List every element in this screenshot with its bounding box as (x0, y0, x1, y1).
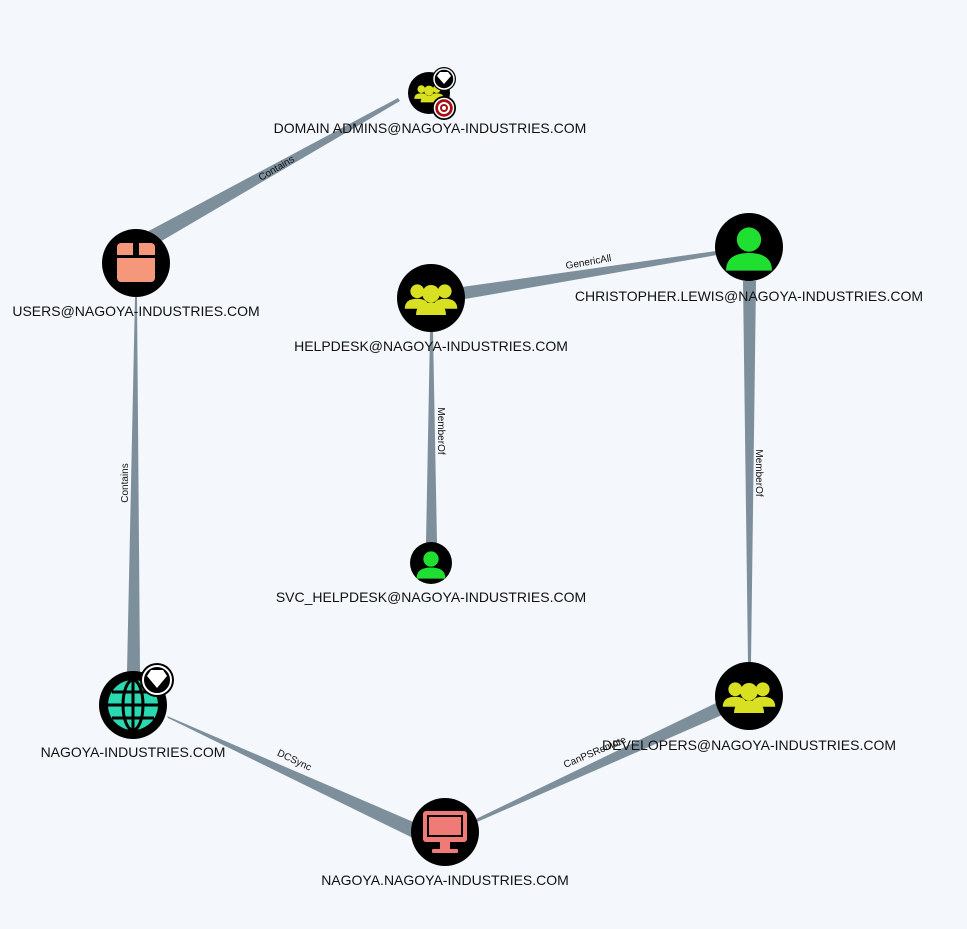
edge-dcsync[interactable]: DCSync (167, 716, 418, 838)
highvalue-diamond-icon (140, 663, 174, 697)
target-icon (432, 96, 456, 120)
node-helpdesk[interactable]: HELPDESK@NAGOYA-INDUSTRIES.COM (294, 264, 568, 354)
edge-label: MemberOf (753, 449, 764, 496)
edge-memberof-svc[interactable]: MemberOf (426, 332, 446, 543)
node-label: DEVELOPERS@NAGOYA-INDUSTRIES.COM (602, 737, 896, 753)
edge-memberof-dev[interactable]: MemberOf (743, 281, 764, 663)
node-svc-helpdesk[interactable]: SVC_HELPDESK@NAGOYA-INDUSTRIES.COM (276, 542, 586, 605)
node-domain[interactable]: NAGOYA-INDUSTRIES.COM (41, 663, 226, 760)
node-label: SVC_HELPDESK@NAGOYA-INDUSTRIES.COM (276, 589, 586, 605)
node-label: NAGOYA.NAGOYA-INDUSTRIES.COM (321, 872, 569, 888)
edge-label: Contains (120, 463, 131, 502)
node-label: CHRISTOPHER.LEWIS@NAGOYA-INDUSTRIES.COM (575, 288, 923, 304)
edge-canpsremote[interactable]: CanPSRemote (476, 703, 722, 822)
node-label: USERS@NAGOYA-INDUSTRIES.COM (12, 303, 259, 319)
node-developers[interactable]: DEVELOPERS@NAGOYA-INDUSTRIES.COM (602, 662, 896, 753)
node-domain-admins[interactable]: DOMAIN ADMINS@NAGOYA-INDUSTRIES.COM (274, 67, 587, 136)
node-users[interactable]: USERS@NAGOYA-INDUSTRIES.COM (12, 229, 260, 319)
edges: Contains Contains GenericAll MemberOf Me… (120, 98, 764, 838)
edge-contains-users-domain[interactable]: Contains (120, 296, 140, 672)
highvalue-diamond-icon (432, 67, 456, 91)
edge-label: Contains (257, 154, 297, 184)
box-icon (117, 243, 155, 282)
edge-label: MemberOf (435, 407, 446, 454)
node-computer[interactable]: NAGOYA.NAGOYA-INDUSTRIES.COM (321, 798, 569, 888)
node-label: NAGOYA-INDUSTRIES.COM (41, 744, 226, 760)
node-christopher-lewis[interactable]: CHRISTOPHER.LEWIS@NAGOYA-INDUSTRIES.COM (575, 213, 923, 304)
monitor-icon (423, 811, 467, 853)
node-label: DOMAIN ADMINS@NAGOYA-INDUSTRIES.COM (274, 120, 587, 136)
node-label: HELPDESK@NAGOYA-INDUSTRIES.COM (294, 338, 568, 354)
